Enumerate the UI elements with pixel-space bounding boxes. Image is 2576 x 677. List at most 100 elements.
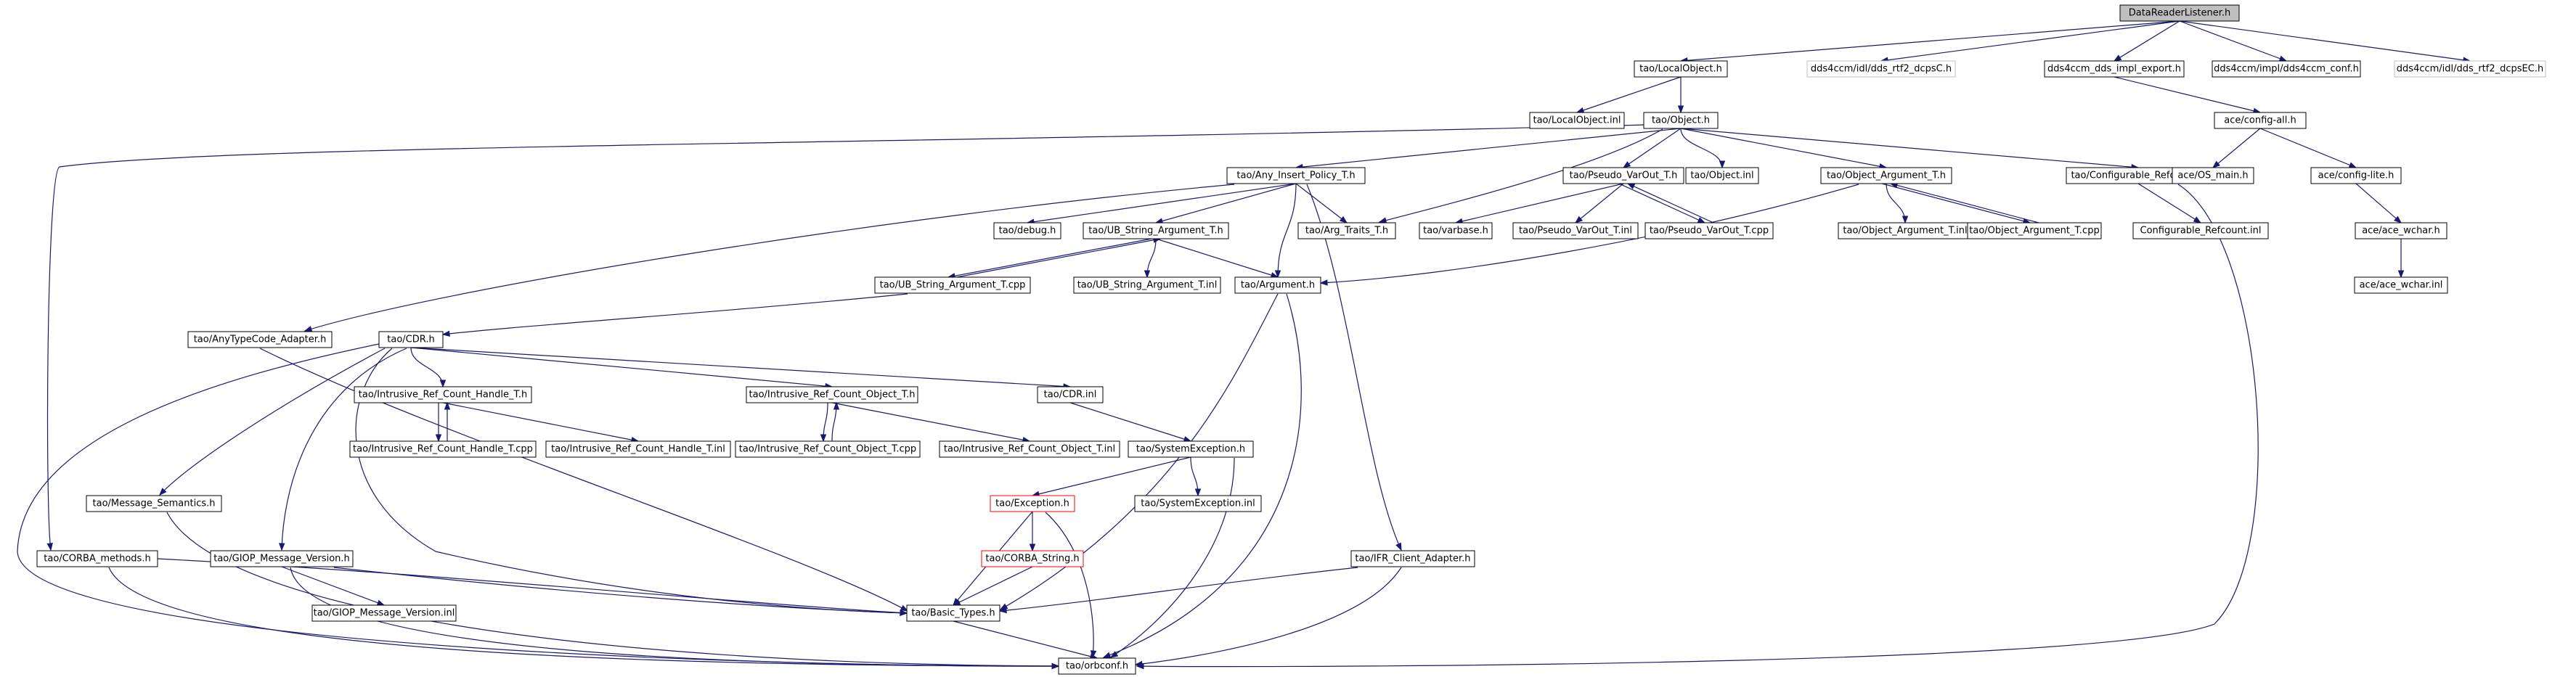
node-config-lite-h[interactable]: ace/config-lite.h — [2310, 167, 2402, 184]
node-ccm-conf-h[interactable]: dds4ccm/impl/dds4ccm_conf.h — [2212, 60, 2361, 78]
node-cdr-h[interactable]: tao/CDR.h — [378, 331, 444, 348]
edge-datareaderlistener-h-to-localobject-h — [1680, 20, 2180, 62]
edge-arrowhead — [1029, 543, 1036, 552]
node-box — [939, 440, 1120, 458]
edge-ub-string-argument-t-cpp-to-cdr-h — [442, 293, 908, 335]
node-datareaderlistener-h[interactable]: DataReaderListener.h — [2119, 4, 2240, 22]
node-object-h[interactable]: tao/Object.h — [1643, 112, 1719, 129]
node-intrusive-ref-count-object-t-h[interactable]: tao/Intrusive_Ref_Count_Object_T.h — [746, 386, 918, 403]
node-box — [311, 604, 457, 622]
edge-any-insert-policy-t-h-to-debug-h — [1027, 183, 1297, 223]
node-config-all-h[interactable]: ace/config-all.h — [2214, 112, 2307, 129]
node-ub-string-argument-t-h[interactable]: tao/UB_String_Argument_T.h — [1083, 222, 1229, 239]
edge-arrowhead — [1395, 542, 1402, 551]
edge-arrowhead — [376, 599, 386, 606]
node-ifr-client-adapter-h[interactable]: tao/IFR_Client_Adapter.h — [1350, 550, 1475, 567]
node-anytypecode-adapter-h[interactable]: tao/AnyTypeCode_Adapter.h — [187, 331, 333, 348]
node-box — [86, 495, 222, 512]
node-ace-wchar-inl[interactable]: ace/ace_wchar.inl — [2354, 276, 2448, 294]
node-systemexception-h[interactable]: tao/SystemException.h — [1128, 440, 1254, 458]
node-box — [1820, 167, 1952, 184]
node-cdr-inl[interactable]: tao/CDR.inl — [1037, 386, 1104, 403]
node-object-argument-t-cpp[interactable]: tao/Object_Argument_T.cpp — [1967, 222, 2102, 239]
edge-arrowhead — [303, 326, 313, 332]
node-corba-methods-h[interactable]: tao/CORBA_methods.h — [36, 550, 158, 567]
edge-configurable-refcount-h-to-orbconf-h — [1136, 184, 2259, 668]
node-dcpsec-h[interactable]: dds4ccm/idl/dds_rtf2_dcpsEC.h — [2394, 60, 2546, 78]
node-object-argument-t-h[interactable]: tao/Object_Argument_T.h — [1820, 167, 1952, 184]
node-impl-export-h[interactable]: dds4ccm_dds_impl_export.h — [2044, 60, 2185, 78]
node-box — [2214, 112, 2307, 129]
node-systemexception-inl[interactable]: tao/SystemException.inl — [1134, 495, 1262, 512]
node-box — [1419, 222, 1493, 239]
node-ace-wchar-h[interactable]: ace/ace_wchar.h — [2355, 222, 2447, 239]
node-object-argument-t-inl[interactable]: tao/Object_Argument_T.inl — [1838, 222, 1973, 239]
node-dcpsc-h[interactable]: dds4ccm/idl/dds_rtf2_dcpsC.h — [1806, 60, 1956, 78]
node-intrusive-ref-count-handle-t-h[interactable]: tao/Intrusive_Ref_Count_Handle_T.h — [354, 386, 532, 403]
edge-giop-message-version-h-to-basic-types-h — [333, 567, 908, 614]
node-os-main-h[interactable]: ace/OS_main.h — [2172, 167, 2254, 184]
node-basic-types-h[interactable]: tao/Basic_Types.h — [906, 604, 1000, 622]
node-intrusive-ref-count-object-t-inl[interactable]: tao/Intrusive_Ref_Count_Object_T.inl — [939, 440, 1120, 458]
node-giop-message-version-h[interactable]: tao/GIOP_Message_Version.h — [210, 550, 354, 567]
node-box — [2310, 167, 2402, 184]
edge-configurable-refcount-h-to-configurable-refcount-inl — [2137, 183, 2201, 223]
node-ub-string-argument-t-inl[interactable]: tao/UB_String_Argument_T.inl — [1073, 276, 1221, 294]
node-label: dds4ccm_dds_impl_export.h — [2047, 64, 2181, 75]
node-message-semantics-h[interactable]: tao/Message_Semantics.h — [86, 495, 222, 512]
node-argument-h[interactable]: tao/Argument.h — [1234, 276, 1321, 294]
node-label: tao/CDR.h — [387, 335, 434, 345]
node-localobject-h[interactable]: tao/LocalObject.h — [1634, 60, 1728, 78]
node-intrusive-ref-count-handle-t-inl[interactable]: tao/Intrusive_Ref_Count_Handle_T.inl — [545, 440, 731, 458]
edge-pseudo-varout-t-h-to-pseudo-varout-t-inl — [1575, 183, 1624, 223]
edge-object-h-to-corba-methods-h — [46, 124, 1646, 551]
node-box — [1128, 440, 1254, 458]
node-box — [2132, 222, 2269, 239]
node-configurable-refcount-inl[interactable]: Configurable_Refcount.inl — [2132, 222, 2269, 239]
edge-message-semantics-h-to-orbconf-h — [166, 512, 1059, 667]
node-label: tao/Object.inl — [1690, 171, 1753, 181]
edge-arrowhead — [1902, 216, 1909, 224]
node-box — [1350, 550, 1475, 567]
node-intrusive-ref-count-object-t-cpp[interactable]: tao/Intrusive_Ref_Count_Object_T.cpp — [735, 440, 921, 458]
node-exception-h[interactable]: tao/Exception.h — [990, 495, 1075, 512]
edge-any-insert-policy-t-h-to-anytypecode-adapter-h — [304, 184, 1235, 332]
node-any-insert-policy-t-h[interactable]: tao/Any_Insert_Policy_T.h — [1226, 167, 1366, 184]
edge-datareaderlistener-h-to-dcpsec-h — [2179, 20, 2471, 62]
edge-arrowhead — [2113, 54, 2122, 62]
node-pseudo-varout-t-h[interactable]: tao/Pseudo_VarOut_T.h — [1562, 167, 1684, 184]
node-giop-message-version-inl[interactable]: tao/GIOP_Message_Version.inl — [311, 604, 457, 622]
node-orbconf-h[interactable]: tao/orbconf.h — [1058, 657, 1136, 675]
edge-config-lite-h-to-ace-wchar-h — [2355, 183, 2402, 223]
edge-object-h-to-pseudo-varout-t-h — [1623, 128, 1682, 168]
edge-cdr-h-to-intrusive-ref-count-handle-t-h — [410, 347, 444, 387]
node-box — [1806, 60, 1956, 78]
node-intrusive-ref-count-handle-t-cpp[interactable]: tao/Intrusive_Ref_Count_Handle_T.cpp — [349, 440, 537, 458]
node-ub-string-argument-t-cpp[interactable]: tao/UB_String_Argument_T.cpp — [874, 276, 1031, 294]
node-box — [1644, 222, 1774, 239]
edge-cdr-h-to-intrusive-ref-count-object-t-h — [410, 347, 833, 387]
node-pseudo-varout-t-cpp[interactable]: tao/Pseudo_VarOut_T.cpp — [1644, 222, 1774, 239]
graph-edges — [17, 20, 2471, 670]
edge-cdr-h-to-cdr-inl — [410, 347, 1071, 387]
edge-arrowhead — [2278, 55, 2288, 62]
node-box — [2119, 4, 2240, 22]
node-label: ace/OS_main.h — [2177, 171, 2248, 181]
node-box — [2044, 60, 2185, 78]
edge-object-h-to-any-insert-policy-t-h — [1295, 128, 1682, 168]
node-arg-traits-t-h[interactable]: tao/Arg_Traits_T.h — [1297, 222, 1396, 239]
edge-arrowhead — [279, 543, 285, 551]
node-object-inl[interactable]: tao/Object.inl — [1685, 167, 1759, 184]
node-localobject-inl[interactable]: tao/LocalObject.inl — [1529, 112, 1625, 129]
node-label: tao/Intrusive_Ref_Count_Handle_T.cpp — [353, 444, 533, 455]
node-label: tao/LocalObject.inl — [1533, 115, 1621, 126]
node-label: tao/UB_String_Argument_T.inl — [1077, 280, 1218, 291]
node-pseudo-varout-t-inl[interactable]: tao/Pseudo_VarOut_T.inl — [1512, 222, 1639, 239]
node-debug-h[interactable]: tao/debug.h — [993, 222, 1061, 239]
graph-nodes: DataReaderListener.h tao/LocalObject.h dds… — [36, 4, 2546, 675]
edge-arrowhead — [1109, 651, 1119, 658]
node-corba-string-h[interactable]: tao/CORBA_String.h — [981, 550, 1084, 567]
node-box — [874, 276, 1031, 294]
node-varbase-h[interactable]: tao/varbase.h — [1419, 222, 1493, 239]
edge-object-h-to-arg-traits-t-h — [1379, 128, 1663, 223]
